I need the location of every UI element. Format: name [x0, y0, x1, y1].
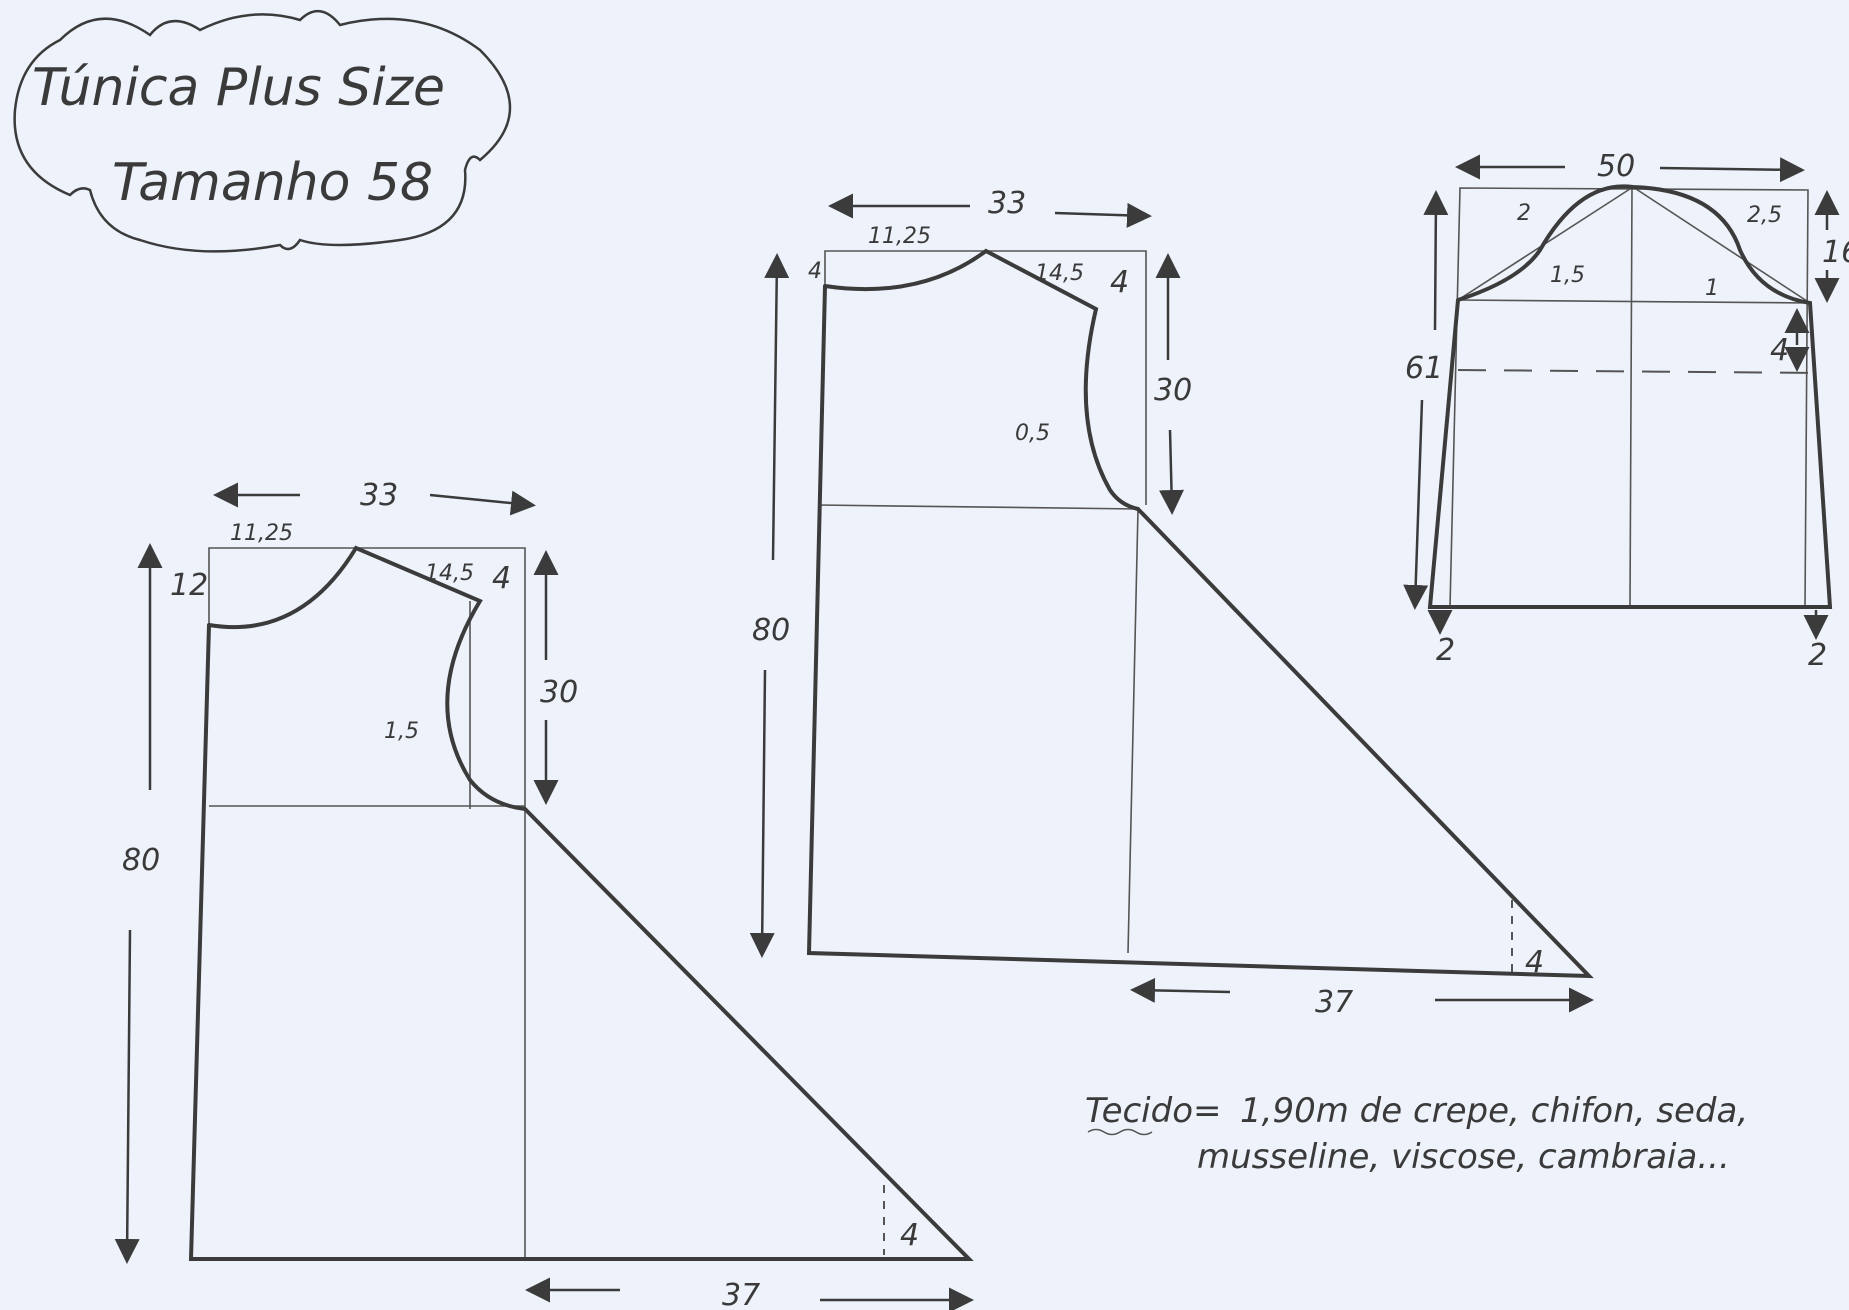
back-armhole-depth-label: 30: [1154, 373, 1192, 408]
front-hem-extension-label: 37: [722, 1278, 760, 1310]
front-neck-depth-label: 12: [170, 568, 208, 603]
sleeve-length-label: 61: [1405, 351, 1443, 386]
title-line-1: Túnica Plus Size: [32, 58, 445, 118]
sleeve-hem-left-label: 2: [1436, 633, 1455, 668]
back-shoulder-drop-label: 4: [1110, 265, 1129, 300]
front-armhole-depth-label: 30: [540, 675, 578, 710]
back-armhole-curve-label: 0,5: [1015, 421, 1050, 446]
back-width-label: 33: [988, 186, 1026, 221]
sleeve-width-label: 50: [1597, 149, 1635, 184]
sleeve-underarm-drop-label: 4: [1770, 333, 1789, 368]
fabric-line-1: 1,90m de crepe, chifon, seda,: [1240, 1091, 1748, 1131]
back-neck-width-label: 11,25: [868, 224, 931, 249]
back-hem-extension-label: 37: [1315, 985, 1353, 1020]
front-hem-rise-label: 4: [900, 1218, 919, 1253]
front-neck-width-label: 11,25: [230, 521, 293, 546]
back-pattern-piece: 33 11,25 4 14,5 4 30 0,5 80 4 37: [749, 186, 1594, 1020]
sleeve-cap-left-lower-label: 1,5: [1550, 263, 1585, 288]
back-length-label: 80: [752, 613, 790, 648]
sleeve-cap-left-upper-label: 2: [1517, 201, 1531, 226]
front-length-label: 80: [122, 843, 160, 878]
front-width-label: 33: [360, 478, 398, 513]
back-neck-depth-label: 4: [808, 259, 822, 284]
title-cloud: Túnica Plus Size Tamanho 58: [13, 10, 512, 253]
title-line-2: Tamanho 58: [112, 153, 433, 213]
fabric-line-2: musseline, viscose, cambraia...: [1197, 1137, 1730, 1177]
front-pattern-piece: 33 11,25 12 14,5 4 30 1,5 80 4 37: [114, 478, 974, 1310]
fabric-label: Tecido=: [1085, 1091, 1222, 1131]
sleeve-pattern-piece: 50 2 2,5 1,5 1 16 4 61 2 2: [1403, 149, 1849, 673]
sleeve-hem-right-label: 2: [1808, 638, 1827, 673]
front-armhole-curve-label: 1,5: [384, 719, 419, 744]
sleeve-cap-right-lower-label: 1: [1705, 276, 1719, 301]
front-shoulder-label: 14,5: [425, 561, 474, 586]
sleeve-cap-height-label: 16: [1822, 235, 1849, 270]
back-shoulder-label: 14,5: [1035, 261, 1084, 286]
fabric-note: Tecido= 1,90m de crepe, chifon, seda, mu…: [1085, 1091, 1748, 1177]
front-shoulder-drop-label: 4: [492, 561, 511, 596]
sleeve-cap-right-upper-label: 2,5: [1747, 203, 1782, 228]
back-hem-rise-label: 4: [1525, 945, 1544, 980]
